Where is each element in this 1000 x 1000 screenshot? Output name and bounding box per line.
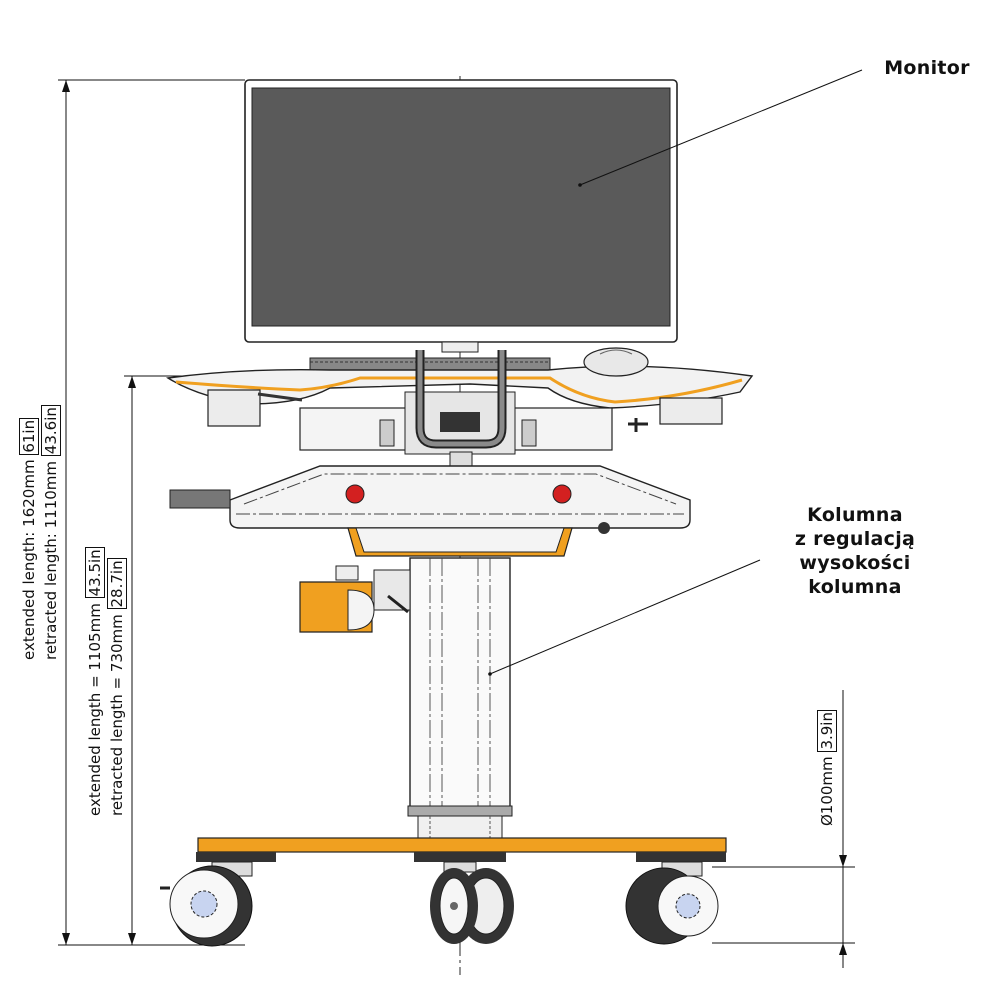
column-retracted-line: retracted length = 730mm 28.7in [106,547,128,816]
monitor-shape [244,79,678,353]
column-retracted-label: retracted length = 730mm [108,614,126,816]
monitor-leader [579,69,863,186]
overall-retracted-value: 1110mm [42,460,60,529]
column-extended-line: extended length = 1105mm 43.5in [84,547,106,816]
arrow-down [839,855,847,867]
overall-retracted-label: retracted length: [42,533,60,660]
monitor-callout: Monitor [872,56,982,80]
keyboard-tray [165,347,754,427]
monitor-label: Monitor [884,57,970,79]
column-retracted-inch: 28.7in [107,558,127,610]
arrow-down [62,933,70,945]
column-callout: Kolumna z regulacją wysokości kolumna [760,503,950,599]
emergency-stop-icon [552,484,572,504]
column [407,557,513,849]
base-plate [169,465,691,557]
overall-retracted-inch: 43.6in [41,405,61,457]
center-bracket [299,350,648,493]
overall-extended-value: 1620mm [20,459,38,527]
column-extended-inch: 43.5in [85,547,105,599]
caster-wheel-icon [160,861,253,947]
column-label-line-1: Kolumna [807,504,903,526]
caster-wheel-icon [625,861,719,945]
column-label-line-2: z regulacją [794,528,916,550]
column-label-line-4: kolumna [808,576,902,598]
base-frame [196,837,727,862]
arrow-down [128,933,136,945]
emergency-stop-icon [345,484,365,504]
arrow-up [839,943,847,955]
wheel-diameter-inch: 3.9in [817,710,837,752]
overall-dimension-text: extended length: 1620mm 61in retracted l… [18,405,62,660]
column-label-line-3: wysokości [799,552,911,574]
column-leader [489,559,761,675]
arrow-up [62,80,70,92]
overall-extended-inch: 61in [19,417,39,455]
overall-retracted-line: retracted length: 1110mm 43.6in [40,405,62,660]
arrow-up [128,376,136,388]
dimension-arrows [62,80,847,955]
overall-extended-label: extended length: [20,531,38,660]
overall-extended-line: extended length: 1620mm 61in [18,405,40,660]
column-dimension-text: extended length = 1105mm 43.5in retracte… [84,547,128,816]
wheel-diameter-value: Ø100mm [818,756,836,826]
column-extended-label: extended length = 1105mm [86,603,104,816]
caster-wheel-icon [430,861,514,944]
leader-lines [489,69,863,675]
wheel-dimension-text: Ø100mm 3.9in [816,710,838,826]
trackball-icon [583,347,649,377]
side-holder [299,565,411,633]
